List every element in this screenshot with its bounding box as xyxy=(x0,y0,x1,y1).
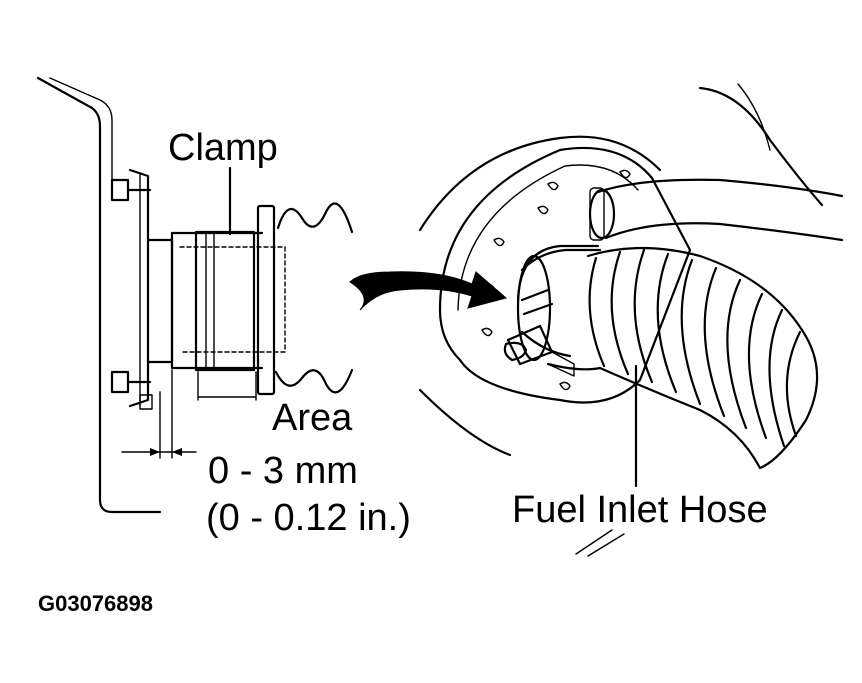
hose-clamp-band xyxy=(520,248,602,358)
mount-plate xyxy=(128,168,150,408)
pipe-body xyxy=(170,231,264,370)
area-label: Area xyxy=(272,397,353,439)
range-mm-label: 0 - 3 mm xyxy=(208,450,358,492)
gap-dim-arrow-right xyxy=(172,448,182,456)
fuel-inlet-hose-ribs xyxy=(588,248,802,448)
clamp-label: Clamp xyxy=(168,127,278,169)
hose-end-hidden-edge xyxy=(179,246,286,353)
tank-wall-inner xyxy=(49,77,113,181)
body-outline-right xyxy=(698,86,824,207)
range-in-label: (0 - 0.12 in.) xyxy=(206,497,411,539)
hose-clamp-screw xyxy=(506,288,554,366)
gap-dim-arrow-left xyxy=(150,448,160,456)
figure-code: G03076898 xyxy=(38,591,153,616)
assembly-view xyxy=(418,83,844,557)
inlet-pipe-mouth xyxy=(516,254,552,362)
pipe-end-flange xyxy=(256,204,276,396)
flange-plate-lower xyxy=(110,370,152,394)
vent-hose-end xyxy=(588,188,616,240)
clamp-detail-view xyxy=(36,76,354,514)
inlet-pipe xyxy=(516,244,602,371)
gasket-plate-inner xyxy=(457,164,639,311)
hose-break-line-top xyxy=(276,202,354,234)
body-outline-upper xyxy=(418,135,662,232)
flange-plate-upper xyxy=(110,178,152,202)
fuel-inlet-hose-label: Fuel Inlet Hose xyxy=(512,489,768,531)
clamp-band xyxy=(194,230,256,372)
hatch-marks xyxy=(575,529,625,557)
body-outline-lower xyxy=(418,388,512,457)
body-outline-right-2 xyxy=(737,83,771,151)
detail-to-assembly-arrow xyxy=(349,271,508,311)
hose-clamp-tab xyxy=(547,351,575,377)
hose-break-line-bottom xyxy=(274,368,354,394)
plate-screw-holes xyxy=(481,169,631,391)
bolt-head xyxy=(139,394,153,410)
vent-pipe-stub xyxy=(589,187,605,241)
pipe-stub xyxy=(146,238,174,364)
tank-wall-outline xyxy=(36,76,162,514)
fuel-inlet-hose-outline xyxy=(586,246,819,470)
gasket-plate xyxy=(438,146,692,404)
vent-hose xyxy=(596,178,844,242)
hose-clamp-screw-head xyxy=(503,341,528,362)
